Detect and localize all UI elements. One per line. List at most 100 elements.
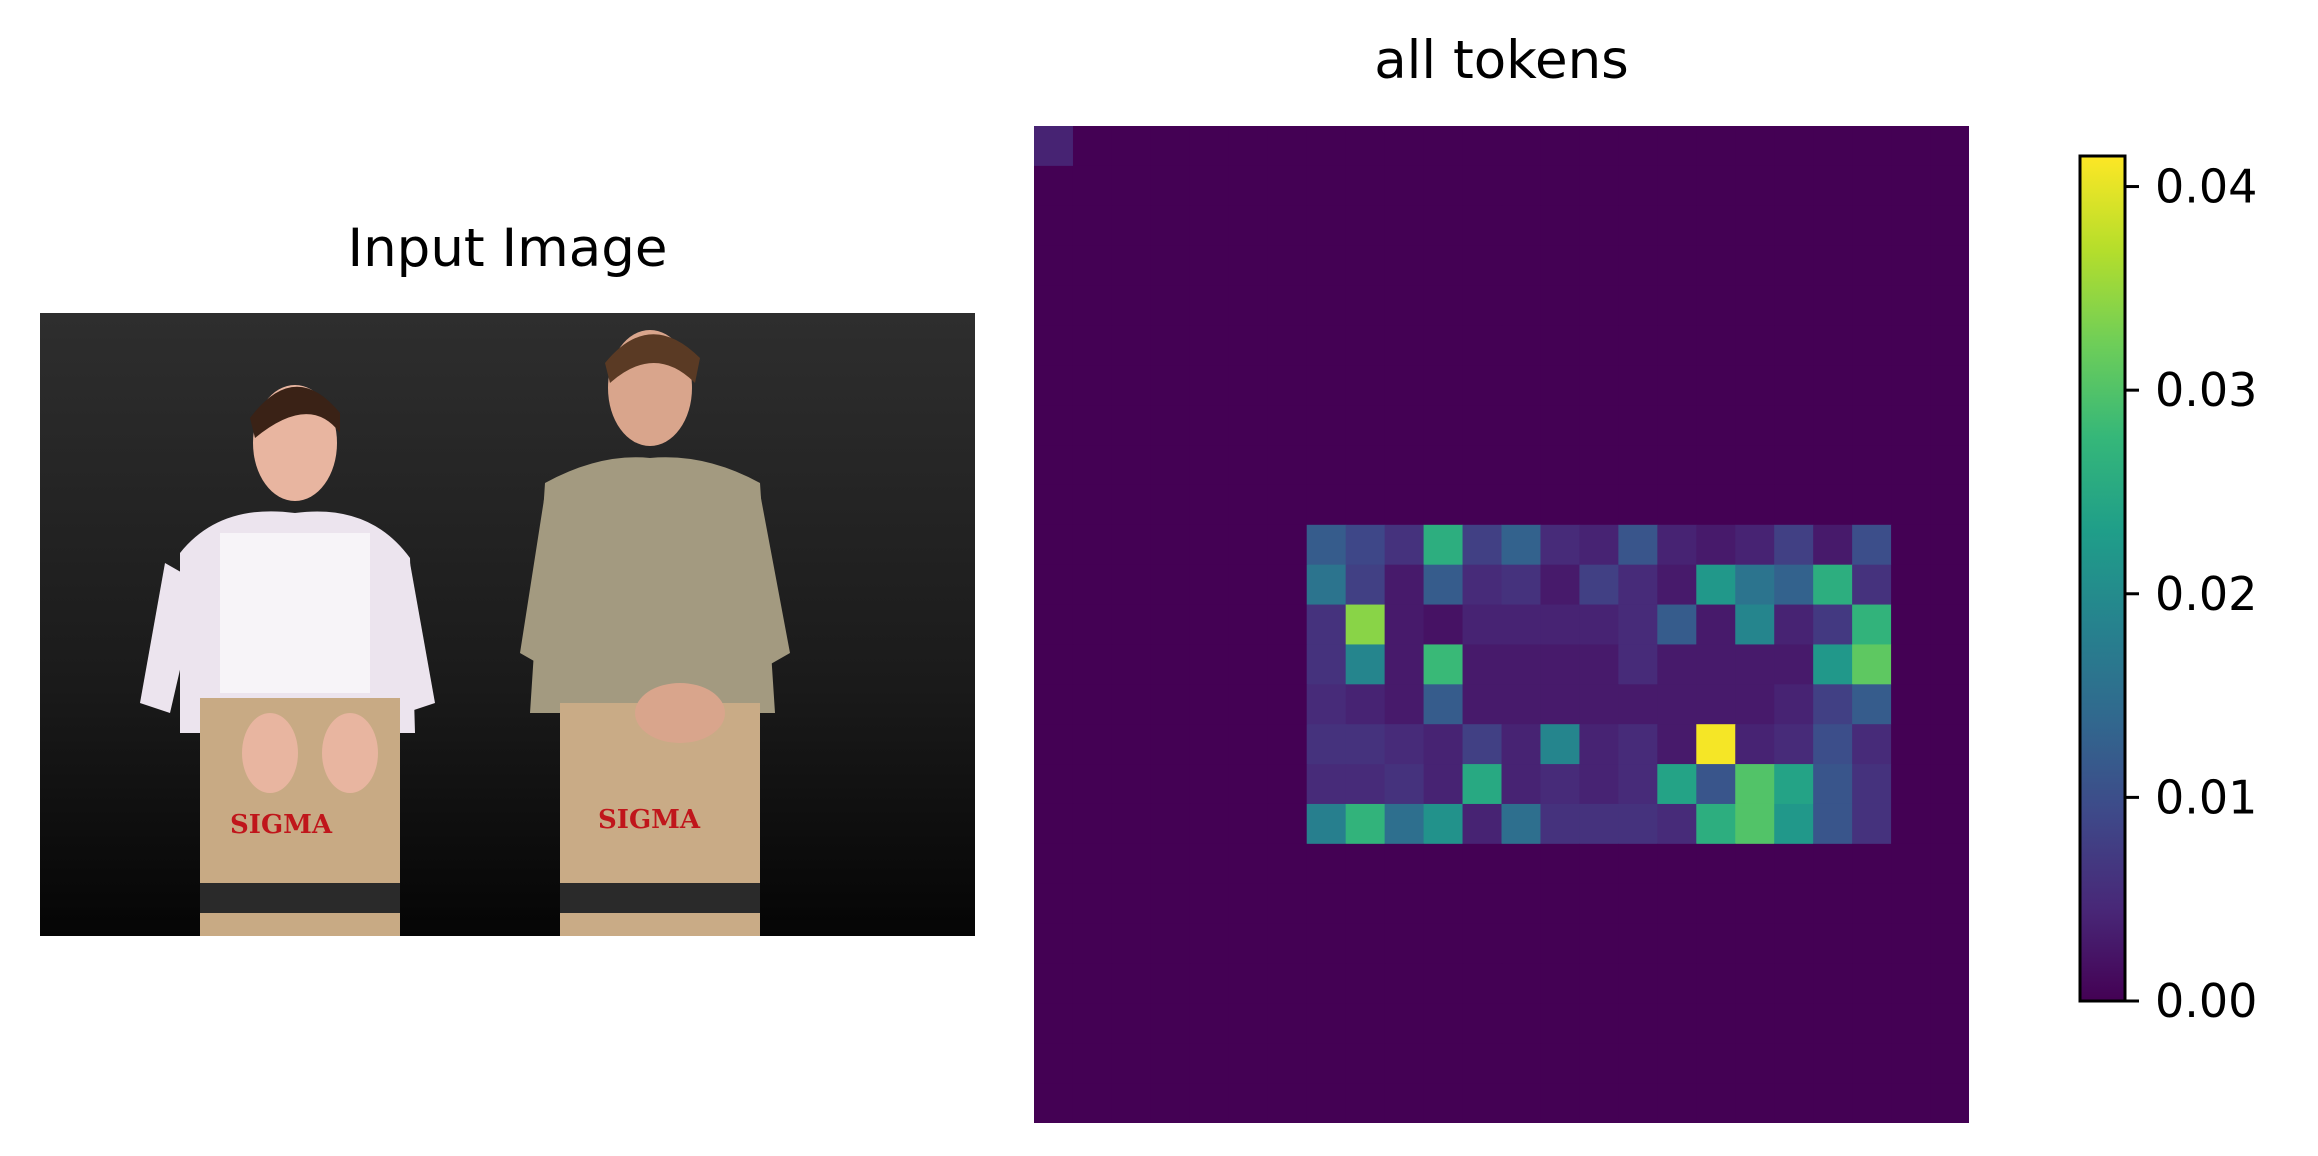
heatmap-cell [1657, 126, 1697, 167]
heatmap-cell [1540, 205, 1581, 247]
heatmap-cell [1345, 445, 1386, 486]
heatmap-cell [1618, 1043, 1658, 1084]
heatmap-cell [1345, 245, 1386, 287]
heatmap-cell [1501, 764, 1542, 805]
heatmap-cell [1189, 604, 1230, 646]
heatmap-cell [1618, 405, 1658, 446]
heatmap-cell [1072, 1043, 1113, 1084]
heatmap-cell [1345, 126, 1386, 167]
heatmap-cell [1891, 165, 1931, 207]
heatmap-cell [1930, 604, 1969, 646]
heatmap-cell [1813, 604, 1853, 646]
heatmap-cell [1540, 245, 1581, 287]
heatmap-cell [1540, 644, 1581, 685]
heatmap-cell [1345, 883, 1386, 925]
heatmap-cell [1540, 524, 1581, 566]
heatmap-cell [1813, 644, 1853, 685]
heatmap-cell [1384, 963, 1425, 1004]
heatmap-cell [1267, 405, 1308, 446]
heatmap-cell [1930, 644, 1969, 685]
heatmap-cell [1657, 764, 1697, 805]
heatmap-cell [1034, 604, 1074, 646]
heatmap-cell [1930, 445, 1969, 486]
heatmap-cell [1267, 1083, 1308, 1123]
heatmap-cell [1189, 963, 1230, 1004]
heatmap-cell [1034, 684, 1074, 725]
heatmap-cell [1267, 644, 1308, 685]
heatmap-cell [1150, 445, 1191, 486]
heatmap-cell [1150, 285, 1191, 326]
heatmap-cell [1423, 484, 1464, 526]
heatmap-cell [1228, 285, 1269, 326]
heatmap-cell [1423, 803, 1464, 845]
heatmap-cell [1072, 245, 1113, 287]
heatmap-cell [1034, 564, 1074, 606]
heatmap-cell [1579, 604, 1619, 646]
heatmap-cell [1150, 604, 1191, 646]
heatmap-cell [1267, 285, 1308, 326]
heatmap-cell [1267, 604, 1308, 646]
heatmap-cell [1852, 325, 1892, 366]
heatmap-cell [1462, 445, 1503, 486]
heatmap-cell [1189, 923, 1230, 965]
heatmap-cell [1891, 724, 1931, 765]
heatmap-cell [1852, 126, 1892, 167]
heatmap-cell [1384, 923, 1425, 965]
heatmap-cell [1540, 285, 1581, 326]
heatmap-cell [1150, 803, 1191, 845]
heatmap-cell [1657, 923, 1697, 965]
heatmap-cell [1891, 1083, 1931, 1123]
heatmap-cell [1384, 445, 1425, 486]
heatmap-cell [1735, 245, 1775, 287]
heatmap-cell [1384, 764, 1425, 805]
heatmap-cell [1813, 803, 1853, 845]
heatmap-cell [1423, 963, 1464, 1004]
heatmap-cell [1267, 564, 1308, 606]
photo-illustration: SIGMA SIGMA [40, 313, 975, 936]
heatmap-cell [1735, 165, 1775, 207]
heatmap-cell [1852, 564, 1892, 606]
heatmap-cell [1384, 564, 1425, 606]
heatmap-cell [1774, 923, 1814, 965]
heatmap-cell [1267, 365, 1308, 406]
heatmap-cell [1774, 126, 1814, 167]
heatmap-cell [1657, 564, 1697, 606]
heatmap-cell [1267, 963, 1308, 1004]
heatmap-cell [1189, 803, 1230, 845]
heatmap-cell [1228, 843, 1269, 885]
heatmap-cell [1774, 245, 1814, 287]
heatmap-cell [1072, 205, 1113, 247]
heatmap-cell [1774, 365, 1814, 406]
heatmap-cell [1891, 445, 1931, 486]
heatmap-cell [1189, 764, 1230, 805]
heatmap-cell [1852, 764, 1892, 805]
heatmap-cell [1813, 923, 1853, 965]
heatmap-cell [1034, 963, 1074, 1004]
heatmap-cell [1696, 724, 1736, 765]
heatmap-cell [1228, 963, 1269, 1004]
heatmap-cell [1423, 604, 1464, 646]
heatmap-cell [1345, 1083, 1386, 1123]
heatmap-cell [1189, 165, 1230, 207]
heatmap-cell [1150, 524, 1191, 566]
heatmap-cell [1618, 843, 1658, 885]
heatmap-cell [1111, 764, 1152, 805]
heatmap-cell [1813, 724, 1853, 765]
heatmap-cell [1657, 963, 1697, 1004]
heatmap-cell [1423, 1083, 1464, 1123]
heatmap-cell [1345, 923, 1386, 965]
heatmap-cell [1501, 484, 1542, 526]
heatmap-cell [1034, 365, 1074, 406]
heatmap-cell [1930, 165, 1969, 207]
heatmap-cell [1462, 205, 1503, 247]
heatmap-cell [1150, 963, 1191, 1004]
heatmap-cell [1072, 524, 1113, 566]
heatmap-cell [1072, 963, 1113, 1004]
heatmap-cell [1228, 524, 1269, 566]
heatmap-cell [1072, 1083, 1113, 1123]
heatmap-cell [1579, 126, 1619, 167]
heatmap-cell [1189, 564, 1230, 606]
heatmap-cell [1462, 843, 1503, 885]
heatmap-cell [1267, 843, 1308, 885]
heatmap-cell [1696, 564, 1736, 606]
